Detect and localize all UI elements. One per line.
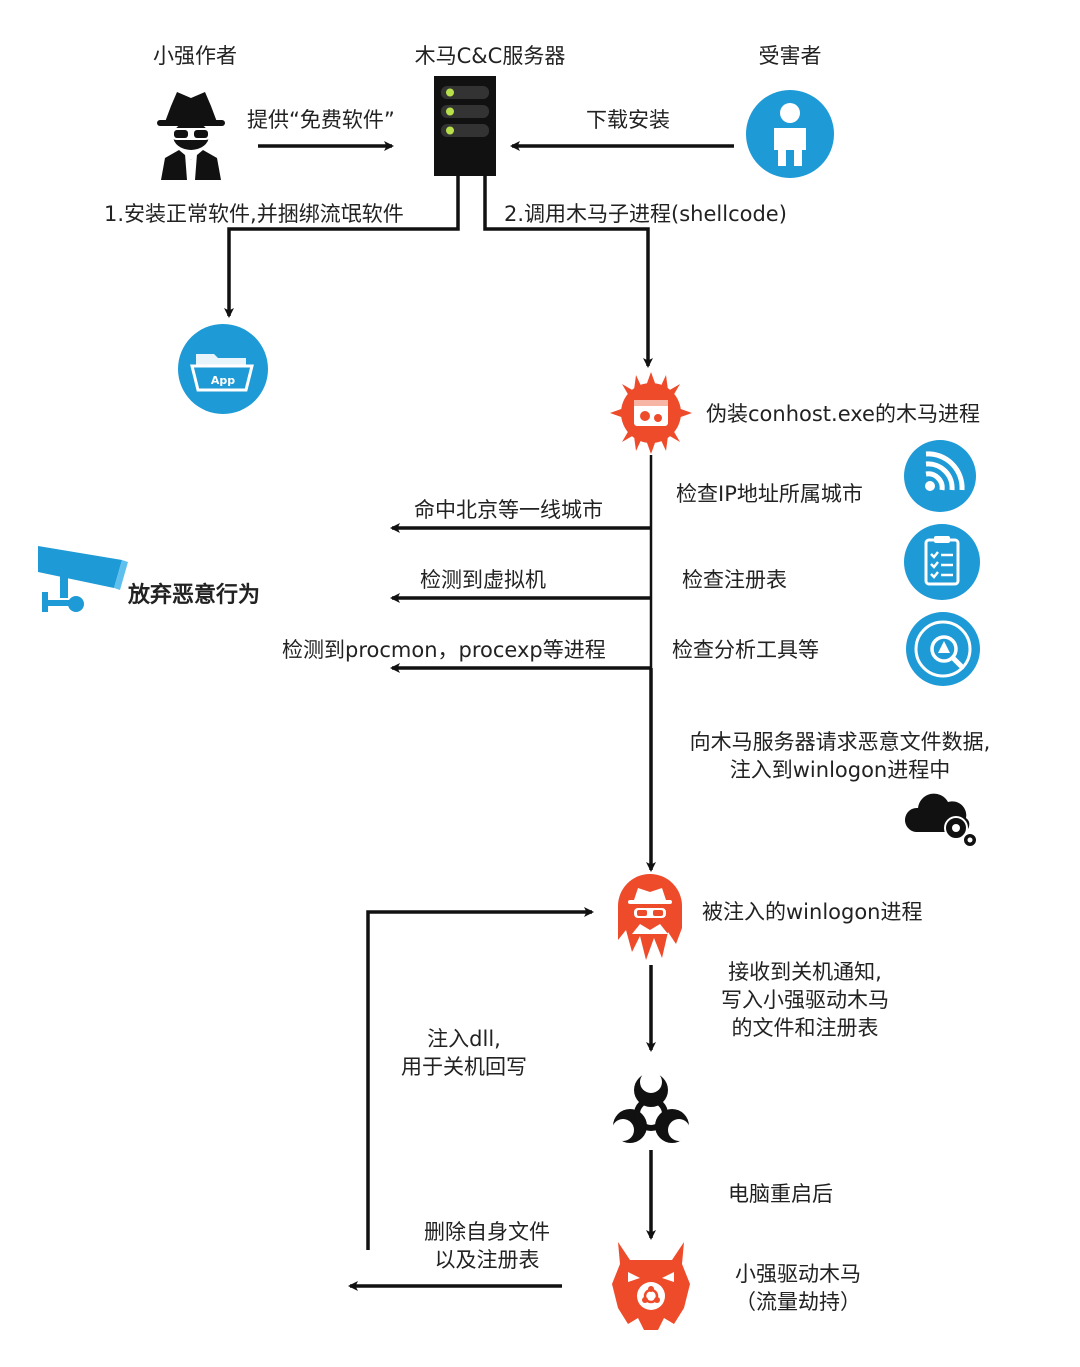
clipboard-checklist-icon — [904, 524, 980, 600]
abandon-label: 放弃恶意行为 — [128, 583, 261, 608]
driver-name: 小强驱动木马 — [735, 1262, 861, 1286]
user-icon — [746, 88, 834, 180]
shutdown-label: 接收到关机通知, 写入小强驱动木马 的文件和注册表 — [700, 958, 910, 1042]
shutdown-line-2: 写入小强驱动木马 — [721, 988, 889, 1012]
security-camera-icon — [38, 542, 128, 616]
arrow-call — [483, 176, 653, 368]
driver-trojan-label: 小强驱动木马 （流量劫持） — [718, 1260, 878, 1316]
delete-line-1: 删除自身文件 — [424, 1220, 550, 1244]
victim-label: 受害者 — [758, 44, 822, 68]
check-reg-label: 检查注册表 — [682, 568, 787, 592]
monster-biohazard-icon — [608, 1238, 694, 1334]
driver-note: （流量劫持） — [735, 1290, 861, 1314]
reboot-label: 电脑重启后 — [728, 1182, 833, 1206]
shutdown-line-3: 的文件和注册表 — [731, 1016, 879, 1040]
scan-search-icon — [906, 612, 980, 686]
call-label: 2.调用木马子进程(shellcode) — [504, 202, 787, 226]
cloud-gear-icon — [904, 788, 980, 850]
server-label: 木马C&C服务器 — [414, 44, 566, 68]
virus-gear-icon — [608, 370, 694, 456]
inject-line-1: 注入dll, — [427, 1027, 501, 1051]
app-folder-icon: App — [178, 324, 268, 414]
detect-tools-label: 检测到procmon，procexp等进程 — [282, 638, 606, 662]
app-icon-text: App — [211, 374, 235, 387]
disguised-process-label: 伪装conhost.exe的木马进程 — [706, 402, 980, 426]
check-tools-label: 检查分析工具等 — [672, 638, 819, 662]
download-label: 下载安装 — [586, 108, 670, 132]
infected-spy-icon — [610, 870, 690, 966]
arrow-install — [224, 176, 460, 318]
delete-self-label: 删除自身文件 以及注册表 — [404, 1218, 570, 1274]
wifi-icon — [904, 440, 976, 512]
biohazard-icon — [608, 1068, 694, 1152]
detect-vm-label: 检测到虚拟机 — [420, 568, 546, 592]
hit-city-label: 命中北京等一线城市 — [414, 498, 603, 522]
check-ip-label: 检查IP地址所属城市 — [676, 482, 863, 506]
request-line-1: 向木马服务器请求恶意文件数据, — [689, 730, 991, 754]
delete-line-2: 以及注册表 — [434, 1248, 540, 1272]
request-payload-label: 向木马服务器请求恶意文件数据, 注入到winlogon进程中 — [660, 728, 1020, 784]
inject-line-2: 用于关机回写 — [401, 1055, 527, 1079]
spy-icon — [155, 88, 227, 180]
author-label: 小强作者 — [153, 44, 237, 68]
injected-process-label: 被注入的winlogon进程 — [702, 900, 923, 924]
inject-dll-label: 注入dll, 用于关机回写 — [384, 1025, 544, 1081]
server-icon — [434, 76, 496, 176]
provide-label: 提供“免费软件” — [247, 108, 395, 132]
shutdown-line-1: 接收到关机通知, — [728, 960, 882, 984]
arrow-inject-dll — [366, 907, 594, 1250]
request-line-2: 注入到winlogon进程中 — [729, 758, 951, 782]
install-label: 1.安装正常软件,并捆绑流氓软件 — [104, 202, 404, 226]
